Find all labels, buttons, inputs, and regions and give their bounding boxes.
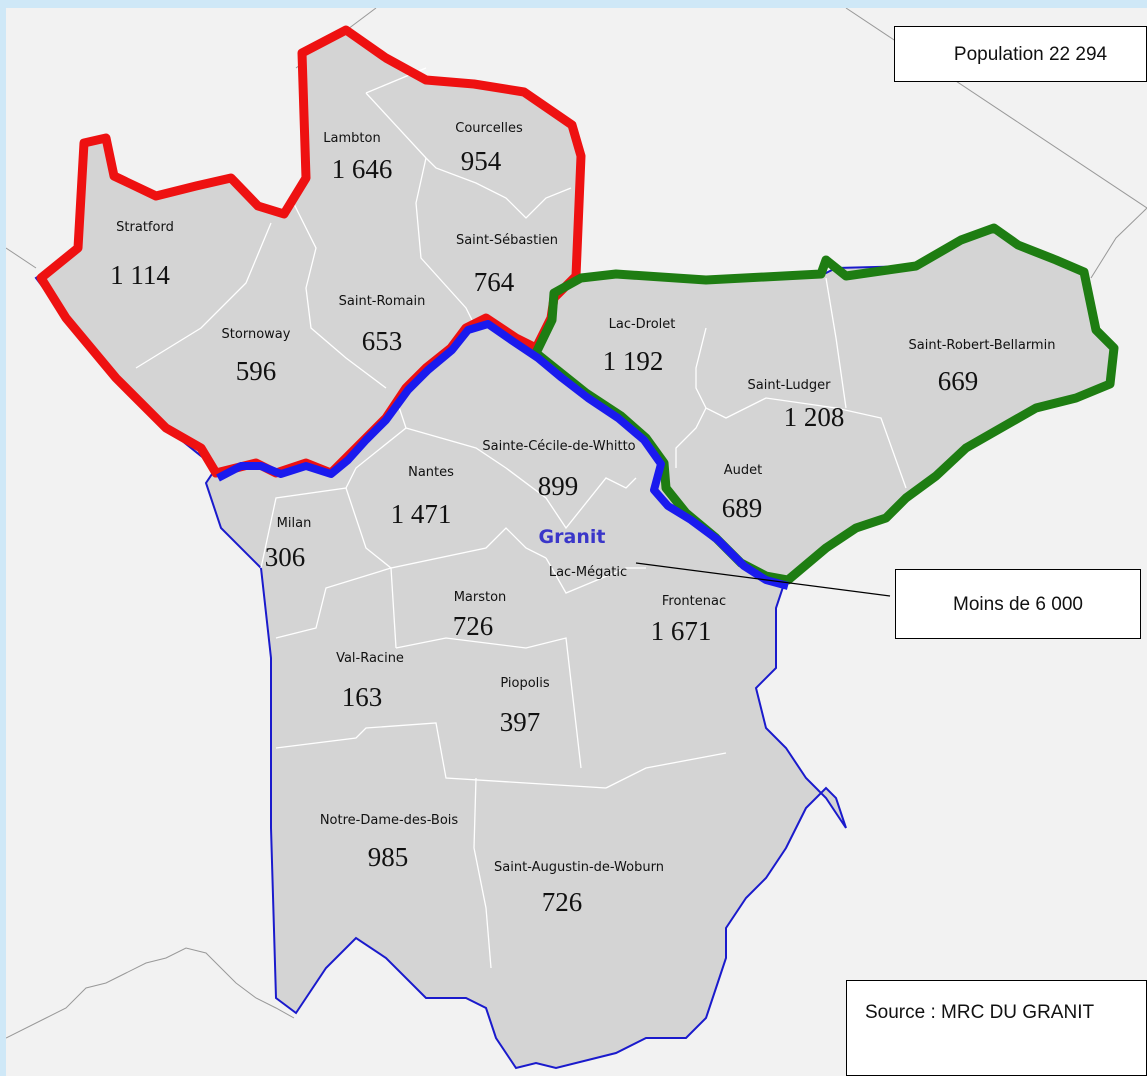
population-box: Population 22 294 bbox=[894, 26, 1147, 82]
municipality-population-piopolis: 397 bbox=[500, 707, 541, 737]
municipality-name-lac-drolet: Lac-Drolet bbox=[609, 317, 676, 332]
municipality-name-saint-augustin-de-woburn: Saint-Augustin-de-Woburn bbox=[494, 860, 664, 875]
municipality-population-saint-robert-bellarmin: 669 bbox=[938, 366, 979, 396]
municipality-population-nantes: 1 471 bbox=[391, 499, 452, 529]
municipality-name-notre-dame-des-bois: Notre-Dame-des-Bois bbox=[320, 813, 459, 828]
municipality-name-audet: Audet bbox=[724, 463, 762, 478]
municipality-population-milan: 306 bbox=[265, 542, 306, 572]
municipality-name-piopolis: Piopolis bbox=[500, 676, 550, 691]
municipality-population-stratford: 1 114 bbox=[110, 260, 170, 290]
municipality-name-milan: Milan bbox=[277, 516, 312, 531]
municipality-name-val-racine: Val-Racine bbox=[336, 651, 404, 666]
municipality-name-saint-robert-bellarmin: Saint-Robert-Bellarmin bbox=[909, 338, 1056, 353]
municipality-name-saint-ludger: Saint-Ludger bbox=[748, 378, 832, 393]
municipality-population-lac-drolet: 1 192 bbox=[603, 346, 664, 376]
leader-line-moins bbox=[635, 562, 891, 597]
municipality-name-stratford: Stratford bbox=[116, 220, 174, 235]
neighbour-boundary-sw bbox=[6, 947, 295, 1039]
municipality-population-val-racine: 163 bbox=[342, 682, 383, 712]
municipality-population-saint-ludger: 1 208 bbox=[784, 402, 845, 432]
zone-blue-line bbox=[216, 320, 790, 590]
municipality-name-courcelles: Courcelles bbox=[455, 121, 523, 136]
moins-de-6000-box: Moins de 6 000 bbox=[895, 569, 1141, 639]
municipality-population-saint-augustin-de-woburn: 726 bbox=[542, 887, 583, 917]
municipality-population-notre-dame-des-bois: 985 bbox=[368, 842, 409, 872]
municipality-name-saint-sebastien: Saint-Sébastien bbox=[456, 233, 558, 248]
municipality-population-stornoway: 596 bbox=[236, 356, 277, 386]
municipality-population-marston: 726 bbox=[453, 611, 494, 641]
municipality-population-saint-sebastien: 764 bbox=[474, 267, 515, 297]
municipality-name-lambton: Lambton bbox=[323, 131, 380, 146]
municipality-name-marston: Marston bbox=[454, 590, 507, 605]
municipality-population-saint-romain: 653 bbox=[362, 326, 403, 356]
municipality-name-nantes: Nantes bbox=[408, 465, 454, 480]
municipality-population-sainte-cecile-de-whitton: 899 bbox=[538, 471, 579, 501]
municipality-name-lac-megantic: Lac-Mégatic bbox=[549, 565, 627, 580]
neighbour-boundary-e bbox=[1090, 207, 1147, 279]
municipality-labels: Stratford 1 114 Lambton 1 646 Courcelles 954S… bbox=[110, 121, 1055, 917]
map-canvas: Stratford 1 114 Lambton 1 646 Courcelles 954S… bbox=[6, 8, 1147, 1070]
municipality-name-saint-romain: Saint-Romain bbox=[339, 294, 426, 309]
source-box: Source : MRC DU GRANIT bbox=[846, 980, 1147, 1076]
municipality-population-frontenac: 1 671 bbox=[651, 616, 712, 646]
municipality-name-sainte-cecile-de-whitton: Sainte-Cécile-de-Whitto bbox=[482, 439, 635, 454]
municipality-name-stornoway: Stornoway bbox=[222, 327, 291, 342]
municipality-population-courcelles: 954 bbox=[461, 146, 502, 176]
municipality-population-lambton: 1 646 bbox=[332, 154, 393, 184]
municipality-name-frontenac: Frontenac bbox=[662, 594, 726, 609]
neighbour-boundary-w bbox=[6, 247, 37, 269]
mrc-granit-label: Granit bbox=[539, 526, 606, 548]
municipality-population-audet: 689 bbox=[722, 493, 763, 523]
